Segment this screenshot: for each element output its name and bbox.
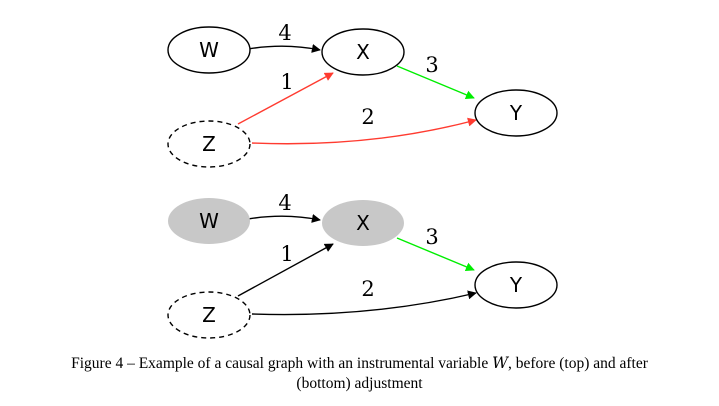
bottom-edge-label-w-x: 4 [278,191,291,215]
top-node-x: X [321,28,405,76]
bottom-edge-z-x [237,243,334,297]
bottom-edge-x-y [396,237,475,272]
caption-line-1: Figure 4 – Example of a causal graph wit… [0,353,719,374]
bottom-edge-w-x [247,214,321,223]
caption-prefix: Figure 4 – Example of a causal graph wit… [71,355,493,372]
bottom-node-y-label: Y [509,273,523,297]
top-node-z: Z [167,120,251,168]
top-edge-label-x-y: 3 [425,53,438,77]
top-edge-label-z-x: 1 [280,70,293,94]
top-graph: 4 1 3 2 W X Y Z [167,21,558,168]
top-edge-z-x [237,72,334,125]
bottom-node-w-label: W [199,209,219,233]
top-node-w: W [167,26,251,74]
top-node-y: Y [474,89,558,137]
bottom-edge-label-z-x: 1 [280,242,293,266]
bottom-node-z-label: Z [202,303,216,327]
top-edge-x-y [396,65,475,100]
caption-suffix: , before (top) and after [508,355,648,372]
bottom-edge-label-x-y: 3 [425,225,438,249]
bottom-graph: 4 1 3 2 W X Y Z [167,191,558,339]
bottom-node-x-label: X [356,211,370,235]
top-edge-z-y [251,117,477,145]
bottom-node-w: W [168,198,250,244]
bottom-edge-z-y [251,290,477,316]
top-node-w-label: W [199,38,219,62]
top-node-x-label: X [356,40,370,64]
top-node-y-label: Y [509,101,523,125]
bottom-node-x: X [322,200,404,246]
top-node-z-label: Z [202,132,216,156]
bottom-node-y: Y [474,261,558,309]
top-edge-w-x [247,44,321,53]
caption-variable: W [492,354,509,372]
bottom-node-z: Z [167,291,251,339]
figure-caption: Figure 4 – Example of a causal graph wit… [0,353,719,394]
top-edge-label-z-y: 2 [361,105,374,129]
top-edge-label-w-x: 4 [278,21,291,45]
caption-line-2: (bottom) adjustment [296,375,423,392]
bottom-edge-label-z-y: 2 [361,277,374,301]
